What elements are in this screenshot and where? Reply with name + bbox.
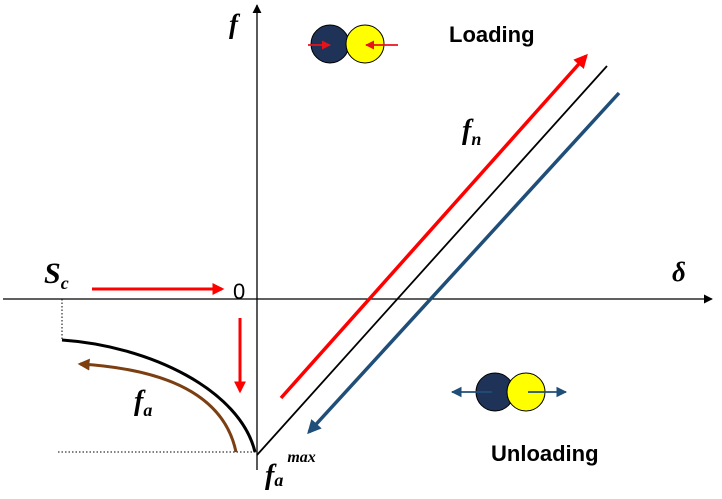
fa-label: fa (134, 386, 152, 420)
unloading-direction-arrow (307, 91, 621, 435)
adhesion-force-curve (61, 338, 257, 453)
f-axis-label: f (229, 9, 241, 39)
loading-direction-arrow (279, 53, 588, 400)
adhesion-return-arrow (77, 358, 238, 453)
sc-label: Sc (44, 257, 69, 293)
loading-label: Loading (449, 22, 535, 47)
origin-label: 0 (233, 279, 245, 304)
fn-label: fn (462, 115, 481, 149)
loading-particles (308, 24, 398, 64)
force-linear-path (256, 65, 608, 456)
dark-particle (310, 24, 350, 64)
unloading-label: Unloading (491, 441, 599, 466)
unloading-particles (450, 372, 568, 412)
yellow-particle (345, 24, 385, 64)
delta-axis-label: δ (672, 257, 686, 287)
famax-label: famax (265, 449, 316, 491)
